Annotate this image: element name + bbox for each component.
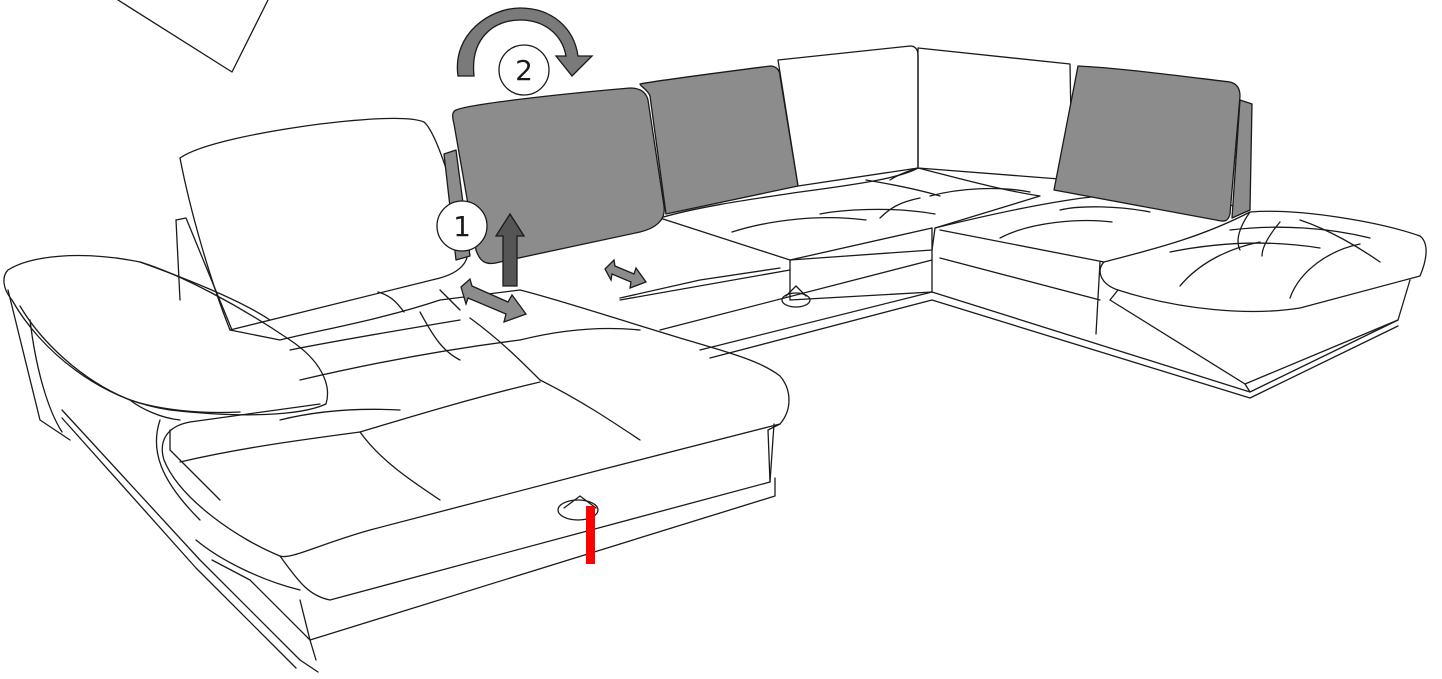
gray-backrests (444, 66, 1252, 264)
lever-marker (586, 506, 595, 564)
small-slide-arrow (605, 260, 646, 288)
step-badge-2: 2 (499, 45, 549, 95)
step-badge-1: 1 (437, 201, 487, 251)
backrest-cushion-2 (640, 66, 798, 214)
step-2-number: 2 (515, 54, 533, 87)
step-1-number: 1 (453, 210, 471, 243)
inset-frame-corner (118, 0, 268, 72)
